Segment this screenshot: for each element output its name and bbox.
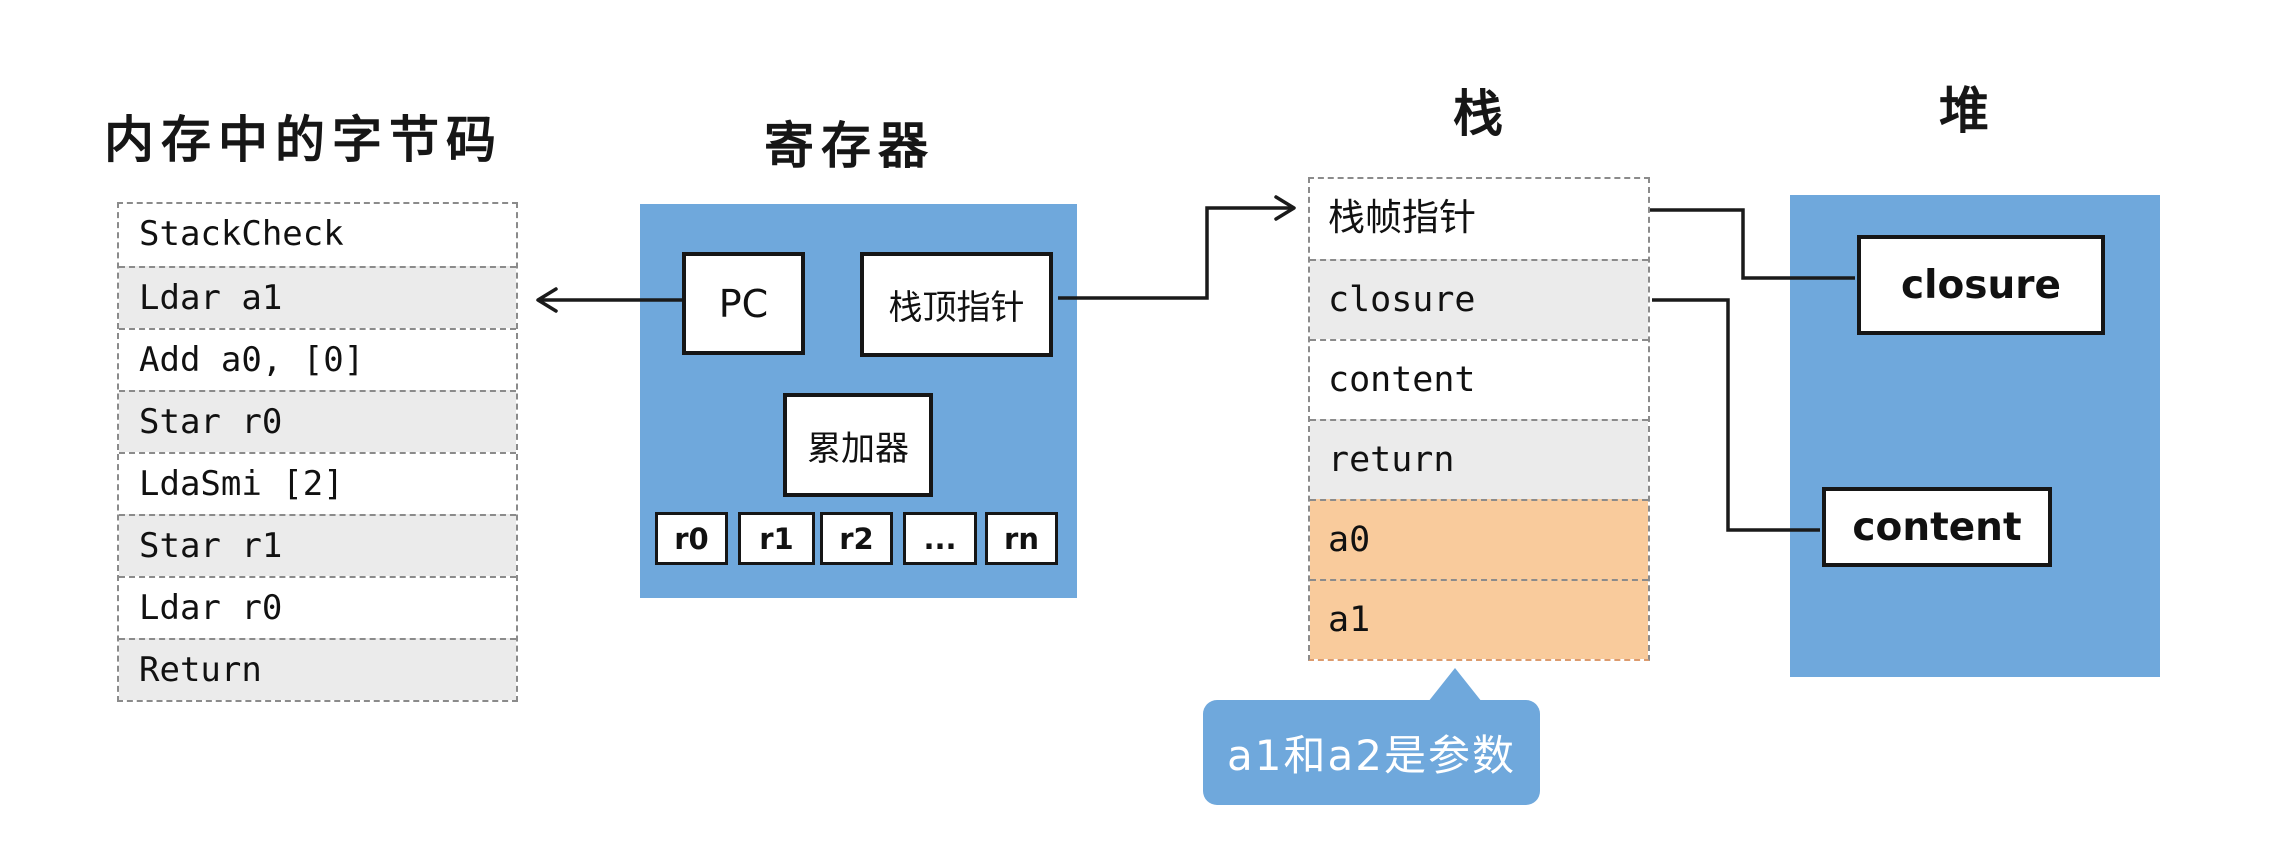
heap-section-title: 堆 — [1939, 82, 1996, 140]
stack-top-pointer-register: 栈顶指针 — [860, 252, 1053, 357]
stack-row-content: content — [1310, 339, 1648, 419]
general-register-r2: r2 — [820, 512, 893, 565]
bytecode-section-title: 内存中的字节码 — [104, 111, 503, 169]
bytecode-list: StackCheck Ldar a1 Add a0, [0] Star r0 L… — [117, 202, 518, 702]
bytecode-row: Return — [119, 638, 516, 700]
callout-tail-icon — [1428, 668, 1482, 702]
callout-text: a1和a2是参数 — [1227, 731, 1516, 780]
stack-row-return: return — [1310, 419, 1648, 499]
bytecode-row: Star r0 — [119, 390, 516, 452]
bytecode-row: StackCheck — [119, 204, 516, 266]
stack-section-title: 栈 — [1453, 85, 1510, 143]
general-register-r1: r1 — [738, 512, 815, 565]
stack-row-closure: closure — [1310, 259, 1648, 339]
stack-row-a0: a0 — [1310, 499, 1648, 579]
parameters-callout: a1和a2是参数 — [1203, 668, 1540, 805]
stack-row-frame-pointer: 栈帧指针 — [1310, 179, 1648, 259]
heap-box: closure content — [1790, 195, 2160, 677]
bytecode-row-current: Ldar a1 — [119, 266, 516, 328]
general-register-ellipsis: ... — [903, 512, 977, 565]
stack-row-a1: a1 — [1310, 579, 1648, 659]
heap-closure-object: closure — [1857, 235, 2105, 335]
heap-content-object: content — [1822, 487, 2052, 567]
general-register-r0: r0 — [655, 512, 728, 565]
accumulator-register: 累加器 — [783, 393, 933, 497]
registers-section-title: 寄存器 — [764, 117, 935, 175]
bytecode-row: LdaSmi [2] — [119, 452, 516, 514]
registers-box: PC 栈顶指针 累加器 r0 r1 r2 ... rn — [640, 204, 1077, 598]
bytecode-row: Star r1 — [119, 514, 516, 576]
bytecode-row: Ldar r0 — [119, 576, 516, 638]
arrow-stack-top-pointer-to-stack-icon — [1058, 195, 1296, 300]
pc-register: PC — [682, 252, 805, 355]
stack-frame-table: 栈帧指针 closure content return a0 a1 — [1308, 177, 1650, 661]
bytecode-row: Add a0, [0] — [119, 328, 516, 390]
general-register-rn: rn — [985, 512, 1058, 565]
